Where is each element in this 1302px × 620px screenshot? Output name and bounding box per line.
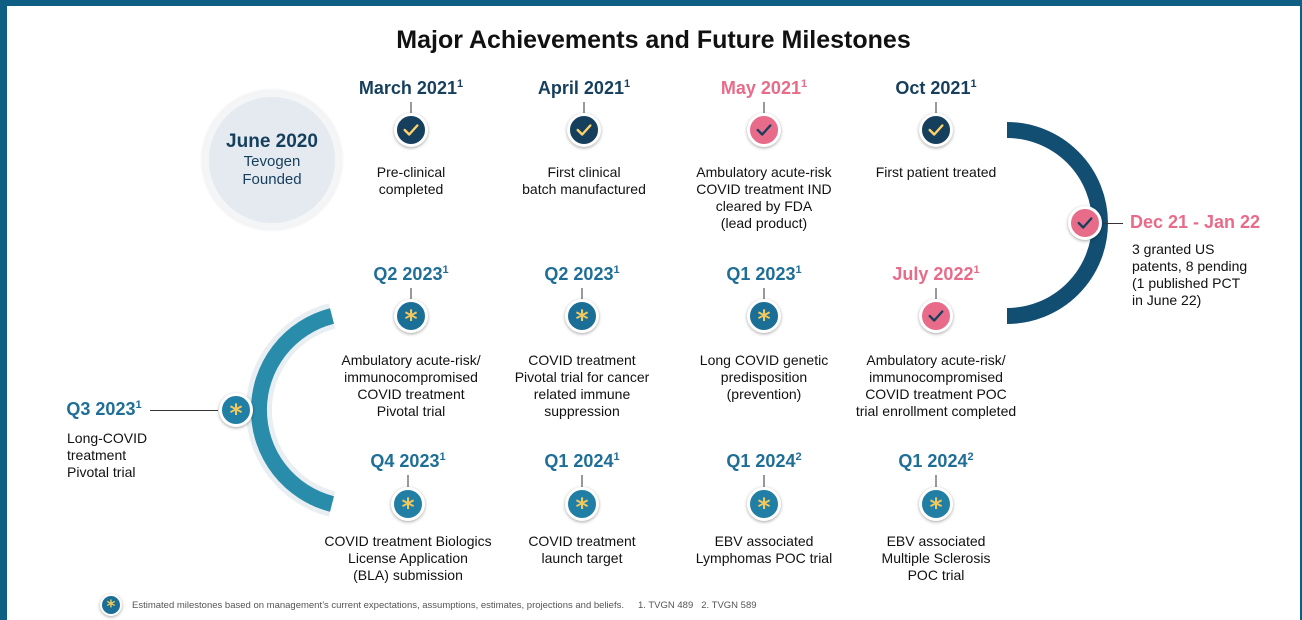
asterisk-icon: *	[404, 304, 418, 334]
connector	[407, 475, 409, 491]
milestone-date: Q2 20231	[544, 264, 620, 284]
connector	[763, 475, 765, 491]
check-icon	[756, 124, 772, 136]
check-icon	[403, 124, 419, 136]
asterisk-icon: *	[106, 596, 116, 617]
founded-line-1: Tevogen	[243, 153, 301, 170]
check-icon	[576, 124, 592, 136]
check-icon	[928, 310, 944, 322]
milestone-date: Q2 20231	[373, 264, 449, 284]
milestone-date: July 20221	[892, 264, 980, 284]
milestone-node-completed	[394, 113, 428, 147]
roadmap-track	[245, 122, 1108, 517]
milestone-node-estimated: *	[565, 487, 599, 521]
milestone-date: Q1 20242	[898, 451, 974, 471]
connector	[150, 410, 218, 411]
milestone-date: Oct 20211	[895, 78, 977, 98]
milestone-date: May 20211	[720, 78, 808, 98]
asterisk-icon: *	[575, 492, 589, 522]
asterisk-icon: *	[757, 304, 771, 334]
milestone-date: Q3 20231	[66, 399, 142, 419]
milestone-node-estimated: *	[565, 299, 599, 333]
milestone-date: Q1 20231	[726, 264, 802, 284]
milestone-node-estimated: *	[391, 487, 425, 521]
milestone-node-estimated: *	[747, 299, 781, 333]
milestone-node-estimated: *	[219, 393, 253, 427]
connector	[935, 475, 937, 491]
connector	[1103, 223, 1123, 224]
founded-bubble: June 2020 Tevogen Founded	[203, 91, 341, 229]
milestone-date: April 20211	[537, 78, 631, 98]
connector	[763, 102, 765, 118]
footnote-1: 1. TVGN 489	[637, 599, 694, 611]
milestone-node-estimated: *	[919, 487, 953, 521]
connector	[581, 475, 583, 491]
check-icon	[928, 124, 944, 136]
milestone-date: March 20211	[358, 78, 464, 98]
milestone-date: Q1 20241	[544, 451, 620, 471]
milestone-date: Q1 20242	[726, 451, 802, 471]
connector	[935, 102, 937, 118]
founded-line-2: Founded	[242, 171, 302, 188]
footer-legend: * Estimated milestones based on manageme…	[100, 594, 757, 616]
connector	[583, 102, 585, 118]
connector	[410, 288, 412, 304]
founded-date: June 2020	[226, 131, 318, 152]
asterisk-icon: *	[757, 492, 771, 522]
legend-node: *	[100, 594, 122, 616]
page-title: Major Achievements and Future Milestones	[396, 26, 911, 54]
milestone-description: First patient treated	[875, 164, 997, 180]
connector	[410, 102, 412, 118]
milestone-node-completed	[1068, 206, 1102, 240]
asterisk-icon: *	[401, 492, 415, 522]
asterisk-icon: *	[929, 492, 943, 522]
connector	[935, 288, 937, 304]
milestone-date: Dec 21 - Jan 22	[1129, 212, 1261, 232]
asterisk-icon: *	[575, 304, 589, 334]
connector	[581, 288, 583, 304]
legend-note: Estimated milestones based on management…	[132, 599, 624, 611]
milestone-date: Q4 20231	[370, 451, 446, 471]
milestone-node-completed	[567, 113, 601, 147]
check-icon	[1077, 217, 1093, 229]
milestone-node-completed	[919, 299, 953, 333]
milestone-node-estimated: *	[747, 487, 781, 521]
connector	[763, 288, 765, 304]
milestone-node-completed	[747, 113, 781, 147]
milestone-node-completed	[919, 113, 953, 147]
milestone-node-estimated: *	[394, 299, 428, 333]
footnote-2: 2. TVGN 589	[701, 599, 757, 611]
asterisk-icon: *	[229, 398, 243, 428]
track-left-curve	[250, 308, 335, 512]
